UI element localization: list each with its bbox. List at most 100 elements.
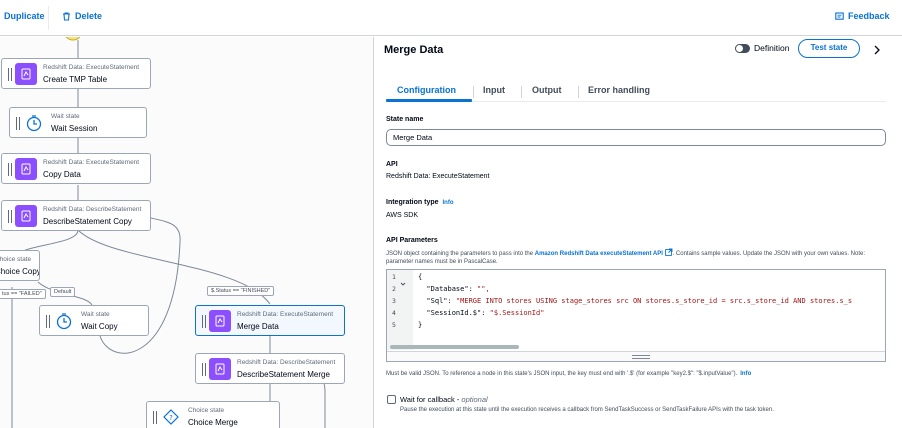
code-line: {: [418, 273, 423, 281]
drag-handle[interactable]: [202, 363, 206, 376]
state-node[interactable]: Redshift Data: ExecuteStatement Create T…: [1, 58, 151, 89]
state-name: DescribeStatement Merge: [237, 370, 330, 379]
redshift-icon: [15, 205, 37, 227]
line-number: 2: [392, 285, 396, 293]
drag-handle[interactable]: [8, 68, 12, 81]
workflow-canvas[interactable]: Redshift Data: ExecuteStatement Create T…: [0, 37, 374, 428]
config-tabs: Configuration Input Output Error handlin…: [386, 80, 886, 102]
horizontal-scrollbar[interactable]: [390, 345, 519, 349]
drag-handle[interactable]: [202, 315, 206, 328]
editor-resize-handle[interactable]: [387, 351, 885, 361]
state-type: Choice state: [0, 256, 32, 263]
line-number-gutter: [387, 270, 413, 350]
executestatement-api-link[interactable]: Amazon Redshift Data executeStatement AP…: [534, 251, 663, 257]
tab-error-handling[interactable]: Error handling: [588, 85, 651, 95]
state-type: Redshift Data: ExecuteStatement: [43, 64, 140, 71]
state-type: Choice state: [188, 407, 225, 414]
state-type: Redshift Data: ExecuteStatement: [237, 311, 334, 318]
line-number: 5: [392, 321, 396, 329]
redshift-icon: [15, 158, 37, 180]
state-node[interactable]: Wait state Wait Copy: [39, 305, 149, 336]
definition-toggle-label: Definition: [754, 43, 790, 53]
tab-active-indicator: [386, 99, 472, 102]
timer-icon: [53, 310, 75, 332]
trash-icon: [63, 11, 70, 21]
integration-type-value: AWS SDK: [386, 212, 419, 219]
tab-divider: [578, 86, 579, 98]
line-number: 1: [392, 273, 396, 281]
state-name: Choice Copy: [0, 267, 40, 276]
api-label: API: [386, 161, 398, 168]
toolbar-divider: [48, 6, 49, 30]
state-node[interactable]: Choice state Choice Copy: [0, 250, 40, 281]
timer-icon: [23, 112, 45, 134]
drag-handle[interactable]: [153, 411, 157, 424]
tab-divider: [473, 86, 474, 98]
choice-icon: ?: [160, 406, 182, 428]
redshift-icon: [209, 358, 231, 380]
state-name: Create TMP Table: [43, 75, 108, 84]
state-node[interactable]: Wait state Wait Session: [9, 107, 147, 138]
json-code-editor[interactable]: 1 2 3 4 5 { "Database": "", "Sql": "MERG…: [386, 269, 886, 362]
state-node-selected[interactable]: Redshift Data: ExecuteStatement Merge Da…: [195, 305, 345, 336]
state-name: Choice Merge: [188, 418, 238, 427]
api-value: Redshift Data: ExecuteStatement: [386, 173, 490, 180]
test-state-button[interactable]: Test state: [798, 39, 860, 58]
line-number: 4: [392, 309, 396, 317]
edge-label-default: Default: [50, 287, 76, 297]
wait-for-callback-label: Wait for callback - optional: [400, 395, 488, 404]
drag-handle[interactable]: [46, 315, 50, 328]
state-type: Wait state: [81, 311, 110, 318]
state-node[interactable]: ? Choice state Choice Merge: [146, 401, 280, 428]
chevron-right-icon[interactable]: [873, 42, 881, 60]
external-link-icon: [664, 248, 673, 256]
drag-handle[interactable]: [8, 210, 12, 223]
state-name: Wait Copy: [81, 322, 118, 331]
state-type: Redshift Data: DescribeStatement: [43, 206, 142, 213]
api-parameters-label: API Parameters: [386, 237, 438, 244]
duplicate-button[interactable]: Duplicate: [4, 11, 45, 21]
edge-label-failed: tus == "FAILED": [0, 289, 46, 299]
code-line: "SessionId.$": "$.SessionId": [418, 309, 545, 317]
delete-label: Delete: [75, 11, 103, 21]
tab-configuration[interactable]: Configuration: [397, 85, 456, 95]
state-name-input[interactable]: Merge Data: [386, 129, 886, 146]
api-parameters-desc-1: JSON object containing the parameters to…: [386, 251, 534, 257]
state-node[interactable]: Redshift Data: DescribeStatement Describ…: [1, 200, 151, 231]
wait-for-callback-description: Pause the execution at this state until …: [400, 407, 774, 413]
delete-button[interactable]: Delete: [62, 11, 102, 21]
state-name: DescribeStatement Copy: [43, 217, 132, 226]
state-type: Redshift Data: DescribeStatement: [237, 359, 336, 366]
wait-for-callback-checkbox[interactable]: [387, 395, 396, 404]
json-validation-hint: Must be valid JSON. To reference a node …: [386, 371, 891, 377]
line-number: 3: [392, 297, 396, 305]
state-name: Copy Data: [43, 170, 81, 179]
duplicate-label: Duplicate: [4, 11, 45, 21]
state-name: Wait Session: [51, 124, 98, 133]
code-line: "Sql": "MERGE INTO stores USING stage_st…: [418, 297, 853, 305]
feedback-icon: [835, 11, 844, 20]
integration-info-link[interactable]: Info: [442, 200, 454, 206]
tab-input[interactable]: Input: [483, 85, 505, 95]
state-type: Redshift Data: ExecuteStatement: [43, 159, 140, 166]
redshift-icon: [15, 63, 37, 85]
resize-grip-icon: [632, 355, 650, 359]
drag-handle[interactable]: [16, 117, 20, 130]
state-node[interactable]: Redshift Data: ExecuteStatement Copy Dat…: [1, 153, 151, 184]
api-parameters-desc-2: . Contains sample values. Update the JSO…: [386, 251, 866, 265]
feedback-button[interactable]: Feedback: [835, 11, 890, 21]
definition-toggle[interactable]: [735, 44, 750, 53]
wait-callback-text: Wait for callback -: [400, 395, 460, 404]
inspector-panel: Merge Data Definition Test state Configu…: [375, 37, 902, 428]
state-type: Wait state: [51, 113, 80, 120]
fold-chevron-icon[interactable]: [400, 274, 406, 292]
json-hint-info-link[interactable]: Info: [740, 371, 752, 377]
drag-handle[interactable]: [8, 163, 12, 176]
api-parameters-description: JSON object containing the parameters to…: [386, 248, 891, 266]
panel-title: Merge Data: [384, 44, 444, 56]
state-node[interactable]: Redshift Data: DescribeStatement Describ…: [195, 353, 345, 384]
feedback-label: Feedback: [848, 11, 890, 21]
tab-output[interactable]: Output: [532, 85, 562, 95]
